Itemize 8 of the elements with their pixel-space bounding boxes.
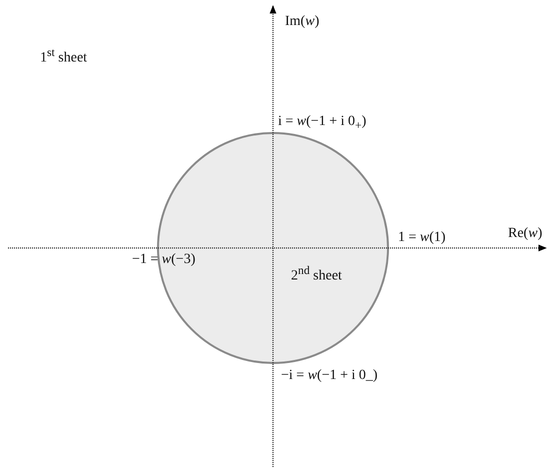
point-label: 1 = w(1) <box>398 230 446 247</box>
axis-label: Im(w) <box>285 14 320 31</box>
region-label: 1$^{st}$ sheet <box>40 46 88 68</box>
point-label: −i = w(−1 + i 0_) <box>281 368 378 385</box>
point-label: −1 = w(−3) <box>132 252 196 269</box>
point-label: i = w(−1 + i 0$_{+}$) <box>278 114 366 133</box>
region-label: 2$^{nd}$ sheet <box>291 264 342 285</box>
axis-label: Re(w) <box>508 226 542 243</box>
